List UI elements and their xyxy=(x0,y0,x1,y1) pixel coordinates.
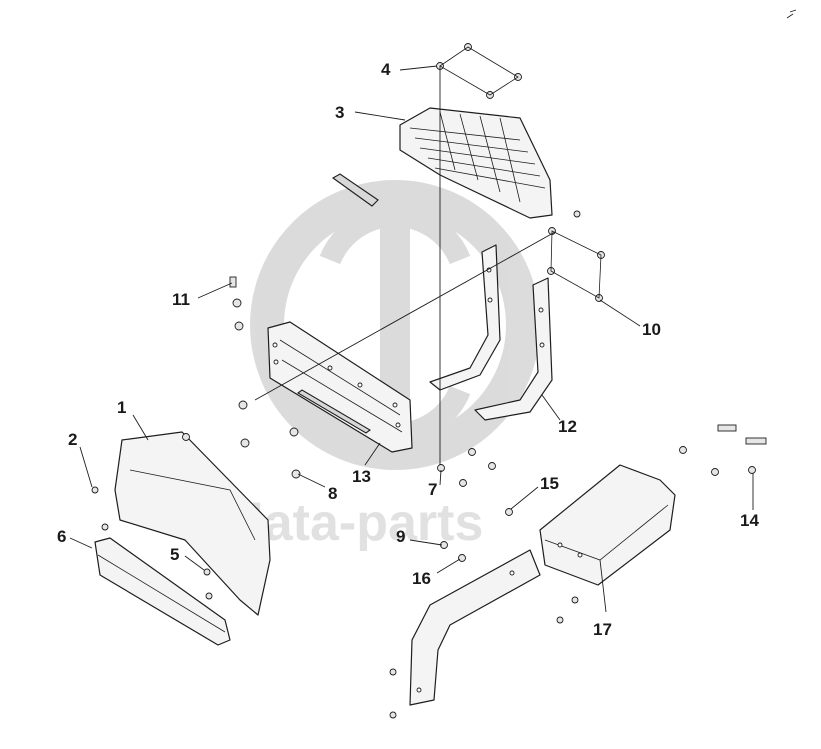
callout-17: 17 xyxy=(593,620,612,639)
callout-12: 12 xyxy=(558,417,577,436)
callout-2: 2 xyxy=(68,430,77,449)
callout-11: 11 xyxy=(172,290,190,309)
part-6-bumper xyxy=(94,523,231,646)
callout-5: 5 xyxy=(170,545,179,564)
callout-15: 15 xyxy=(540,474,559,493)
part-4-bolts xyxy=(436,43,522,99)
part-1-fender-shell xyxy=(114,431,271,616)
callout-14: 14 xyxy=(740,511,759,530)
part-14-bolts xyxy=(679,424,767,476)
part-10-bolts xyxy=(547,227,605,302)
part-17-frame-bracket xyxy=(539,464,676,586)
callout-10: 10 xyxy=(642,320,661,339)
part-2-bolt xyxy=(91,486,99,494)
part-15-bolt xyxy=(505,508,513,516)
part-16-bolt xyxy=(458,554,466,562)
part-3-step-tread xyxy=(331,107,581,219)
callout-9: 9 xyxy=(396,527,405,546)
callout-7: 7 xyxy=(428,480,437,499)
callout-16: 16 xyxy=(412,569,431,588)
part-13-mounting-plate xyxy=(267,321,413,453)
callout-1: 1 xyxy=(117,398,126,417)
callout-labels: 1 2 3 4 5 6 7 8 9 10 11 12 13 14 15 16 1… xyxy=(57,60,759,639)
callout-8: 8 xyxy=(328,484,337,503)
part-5-bolt xyxy=(203,568,211,576)
callout-3: 3 xyxy=(335,103,344,122)
callout-6: 6 xyxy=(57,527,66,546)
part-11-bolts xyxy=(229,276,244,331)
leader-lines xyxy=(69,65,754,613)
step-arm xyxy=(389,549,579,719)
callout-4: 4 xyxy=(381,60,391,79)
part-8-bolts xyxy=(238,400,301,479)
corner-mark xyxy=(786,9,797,19)
callout-13: 13 xyxy=(352,467,371,486)
